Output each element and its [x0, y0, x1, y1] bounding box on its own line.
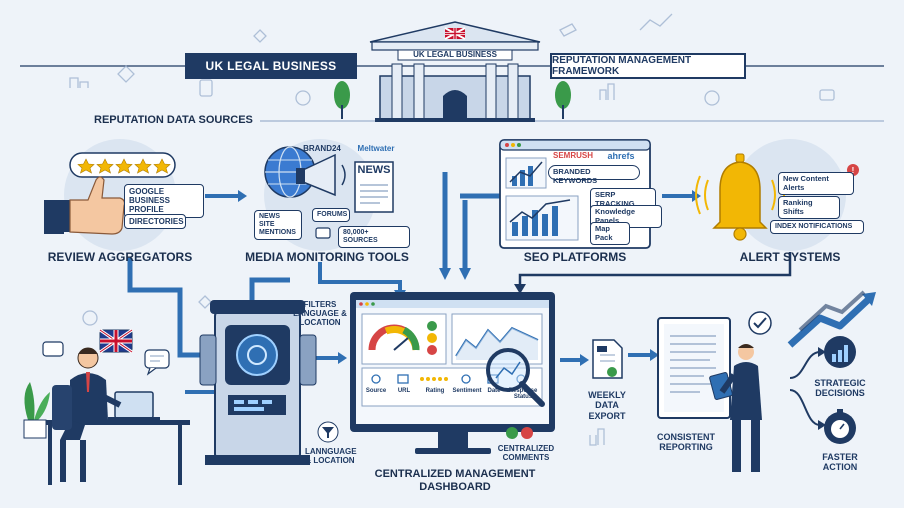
trend-arrows-icon [787, 290, 876, 348]
consistent-reporting-label: CONSISTENT REPORTING [656, 432, 715, 453]
building-sign: UK LEGAL BUSINESS [413, 50, 497, 59]
new-content-alerts-tag: New Content Alerts [778, 172, 854, 196]
megaphone-icon [296, 153, 346, 197]
news-site-mentions-tag: NEWS SITE MENTIONS [254, 210, 302, 241]
directories-tag: DIRECTORIES [124, 214, 186, 230]
news-heading: NEWS [357, 164, 391, 176]
branded-keywords-search: BRANDED KEYWORDS [548, 165, 640, 184]
language-location-label: LANNGUAGE & LOCATION [305, 447, 357, 466]
processing-machine-icon [199, 300, 317, 465]
field-source: Source [365, 388, 387, 394]
filters-label: FILTERS LANGUAGE & LOCATION [293, 300, 347, 328]
chat-bubble-icon [42, 341, 170, 376]
svg-text:!: ! [852, 166, 855, 175]
chat-icon [315, 227, 331, 239]
media-monitoring-label: MEDIA MONITORING TOOLS [245, 250, 409, 264]
map-pack-tag: Map Pack [590, 222, 630, 246]
newspaper-icon [354, 161, 394, 213]
stopwatch-icon [824, 409, 856, 444]
uk-flag-icon [99, 328, 133, 354]
centralized-comments-label: CENTRALIZED COMMENTS [497, 444, 555, 463]
google-business-tag: GOOGLE BUSINESS PROFILE [124, 184, 204, 218]
comment-faces-icon [506, 427, 533, 439]
sources-section-title: REPUTATION DATA SOURCES [94, 114, 253, 126]
thumbs-up-icon [44, 152, 176, 235]
field-date: Date [487, 388, 501, 394]
ahrefs-logo: ahrefs [607, 151, 635, 161]
field-sentiment: Sentiment [452, 388, 482, 394]
law-building-icon [369, 21, 541, 122]
right-banner-text: REPUTATION MANAGEMENT FRAMEWORK [552, 55, 692, 77]
arrow-outcome1 [789, 351, 821, 379]
arrow-outcome2 [789, 389, 821, 426]
person-with-tablet-icon [709, 344, 762, 472]
brand24-logo: BRAND24 [303, 144, 341, 153]
export-document-icon [592, 339, 623, 379]
strategic-decisions-label: STRATEGIC DECISIONS [814, 378, 866, 399]
forums-tag: FORUMS [312, 208, 350, 223]
plant-icon [23, 382, 50, 439]
field-response-status: Response Status [508, 388, 538, 400]
alert-systems-label: ALERT SYSTEMS [739, 250, 841, 264]
dashboard-title: CENTRALIZED MANAGEMENT DASHBOARD [374, 468, 536, 494]
magnifier-icon [486, 348, 545, 407]
faster-action-label: FASTER ACTION [822, 452, 858, 473]
ranking-shifts-tag: Ranking Shifts [778, 196, 840, 220]
weekly-export-label: WEEKLY DATA EXPORT [588, 390, 626, 421]
left-header-banner: UK LEGAL BUSINESS [185, 53, 357, 79]
pipe-alert-dashboard [518, 252, 792, 285]
sources-count-tag: 80,000+ SOURCES [338, 226, 410, 249]
bell-icon: ! [695, 153, 859, 241]
report-clipboard-icon [657, 311, 772, 419]
tree-icon [334, 81, 571, 119]
meltwater-logo: Meltwater [357, 144, 395, 153]
left-banner-text: UK LEGAL BUSINESS [205, 59, 337, 73]
seo-platforms-label: SEO PLATFORMS [523, 250, 627, 264]
field-rating: Rating [425, 388, 445, 394]
semrush-logo: SEMRUSH [552, 151, 593, 160]
right-header-banner: REPUTATION MANAGEMENT FRAMEWORK [550, 53, 746, 79]
person-at-desk-icon [40, 347, 190, 485]
index-notifications-tag: INDEX NOTIFICATIONS [770, 220, 864, 235]
decor-icons [69, 13, 835, 446]
funnel-icon [317, 421, 339, 443]
growth-chart-icon [824, 336, 856, 368]
review-aggregators-label: REVIEW AGGREGATORS [47, 250, 193, 264]
pipe-review-machine [127, 258, 215, 358]
field-url: URL [397, 388, 411, 394]
